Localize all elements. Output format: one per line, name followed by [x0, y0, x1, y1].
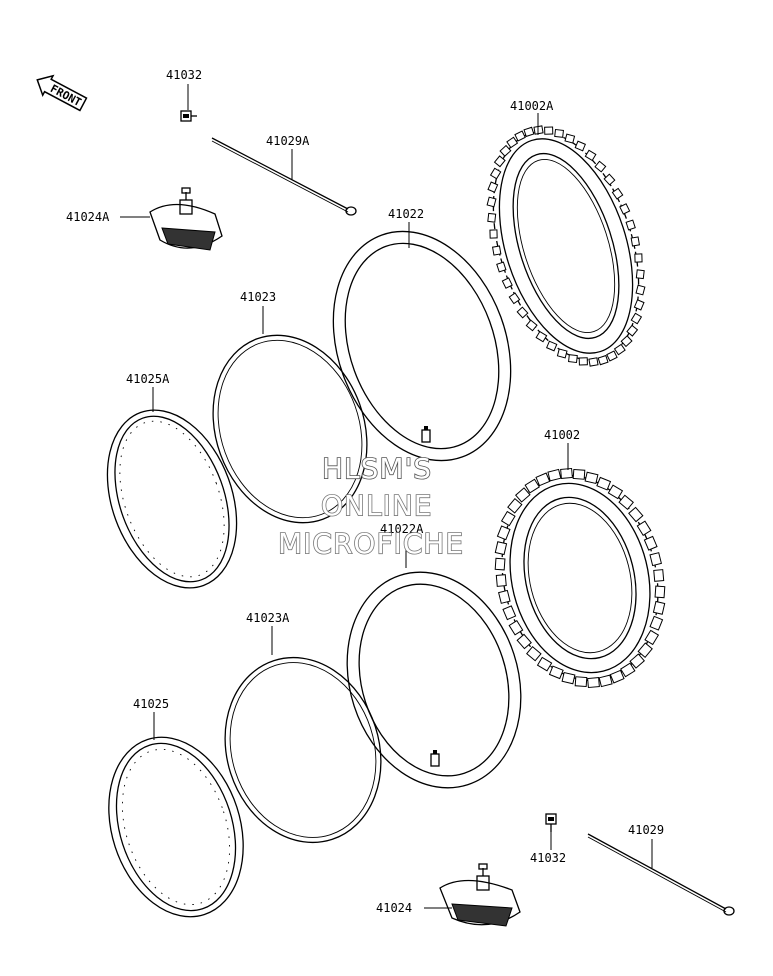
- tube-valve-upper-icon: [421, 426, 431, 443]
- front-rim-strip-icon: [212, 334, 368, 524]
- watermark: HLSM'S ONLINE MICROFICHE: [277, 451, 464, 561]
- front-tire-icon: [486, 125, 646, 367]
- front-arrow-icon: FRONT: [36, 74, 88, 112]
- label-41029: 41029: [628, 823, 664, 837]
- label-41023A: 41023A: [246, 611, 290, 625]
- front-label: FRONT: [48, 82, 84, 109]
- label-41002A: 41002A: [510, 99, 554, 113]
- label-41022A: 41022A: [380, 522, 424, 536]
- label-41023: 41023: [240, 290, 276, 304]
- rim-lock-lower-icon: [439, 863, 521, 927]
- label-41032-bottom: 41032: [530, 851, 566, 865]
- spoke-lower-icon: [587, 833, 735, 916]
- watermark-line-1: HLSM'S: [322, 452, 432, 485]
- watermark-line-2: ONLINE: [321, 489, 432, 522]
- rear-rim-strip-icon: [224, 656, 382, 844]
- label-41002: 41002: [544, 428, 580, 442]
- rim-lock-upper-icon: [149, 187, 223, 251]
- tube-valve-lower-icon: [430, 750, 440, 767]
- rear-rim-icon: [108, 736, 244, 918]
- label-41025: 41025: [133, 697, 169, 711]
- front-rim-icon: [106, 409, 238, 589]
- label-41022: 41022: [388, 207, 424, 221]
- front-tube-icon: [332, 230, 512, 462]
- watermark-line-3: MICROFICHE: [278, 527, 464, 560]
- label-41029A: 41029A: [266, 134, 310, 148]
- valve-core-top-icon: [180, 110, 197, 122]
- label-41024A: 41024A: [66, 210, 110, 224]
- spoke-upper-icon: [211, 137, 357, 216]
- rear-tire-icon: [494, 467, 666, 689]
- label-41032-top: 41032: [166, 68, 202, 82]
- label-41025A: 41025A: [126, 372, 170, 386]
- valve-core-bottom-icon: [545, 813, 557, 832]
- rear-tube-icon: [346, 571, 522, 789]
- label-41024: 41024: [376, 901, 412, 915]
